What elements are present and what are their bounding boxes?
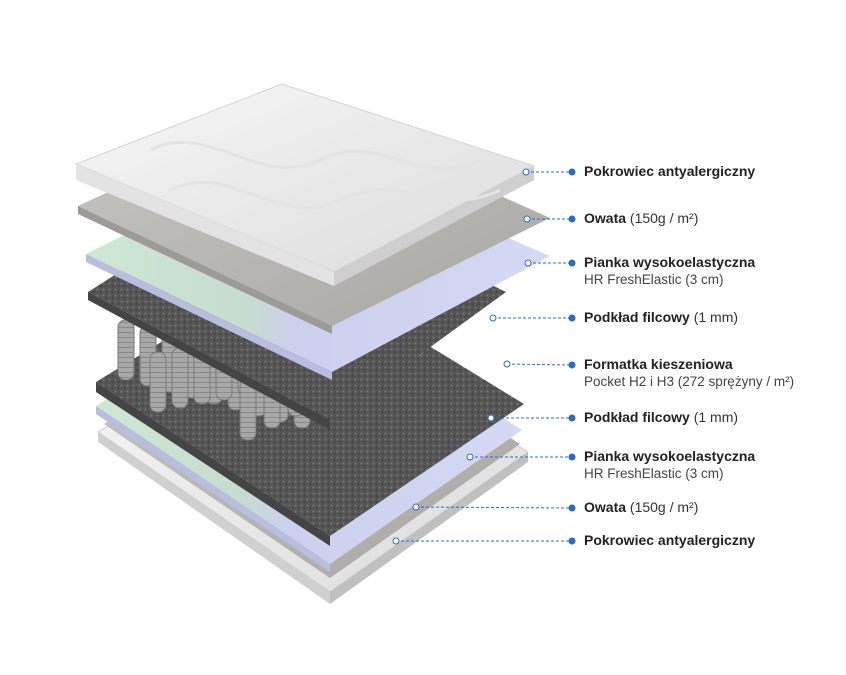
layer-name: Formatka kieszeniowa bbox=[584, 356, 733, 372]
layer-label: Podkład filcowy (1 mm) bbox=[584, 309, 738, 326]
label-dot bbox=[568, 453, 576, 461]
anchor-point bbox=[487, 414, 495, 422]
label-dot bbox=[568, 504, 576, 512]
layer-label: Pokrowiec antyalergiczny bbox=[584, 163, 755, 180]
layer-name: Pokrowiec antyalergiczny bbox=[584, 532, 756, 548]
anchor-point bbox=[524, 259, 532, 267]
layer-detail: (150g / m²) bbox=[629, 210, 699, 226]
label-dot bbox=[568, 361, 576, 369]
layer-name: Owata bbox=[584, 499, 627, 515]
layer-label: Pianka wysokoelastyczna HR FreshElastic (… bbox=[584, 254, 755, 288]
layer-name: Pokrowiec antyalergiczny bbox=[584, 163, 756, 179]
label-dot bbox=[568, 215, 576, 223]
label-dot bbox=[568, 168, 576, 176]
anchor-point bbox=[522, 168, 530, 176]
anchor-point bbox=[503, 360, 511, 368]
layer-detail: (1 mm) bbox=[693, 309, 739, 325]
pocket-spring bbox=[117, 319, 135, 381]
layer-subtitle: HR FreshElastic (3 cm) bbox=[584, 466, 724, 481]
label-dot bbox=[568, 314, 576, 322]
layer-label: Owata (150g / m²) bbox=[584, 499, 698, 516]
pocket-spring bbox=[171, 347, 189, 409]
label-dot bbox=[568, 259, 576, 267]
leader-lines bbox=[392, 168, 576, 545]
layer-label: Podkład filcowy (1 mm) bbox=[584, 409, 738, 426]
pocket-spring bbox=[149, 351, 167, 413]
layer-subtitle: HR FreshElastic (3 cm) bbox=[584, 272, 724, 287]
layer-detail: (150g / m²) bbox=[629, 499, 699, 515]
label-dot bbox=[568, 537, 576, 545]
layer-label: Pokrowiec antyalergiczny bbox=[584, 532, 755, 549]
leader-line bbox=[506, 363, 572, 366]
leader-line bbox=[415, 506, 572, 509]
layer-name: Pianka wysokoelastyczna bbox=[584, 254, 756, 270]
anchor-point bbox=[466, 453, 474, 461]
layer-detail: (1 mm) bbox=[693, 409, 739, 425]
anchor-point bbox=[523, 215, 531, 223]
layer-label: Owata (150g / m²) bbox=[584, 210, 698, 227]
anchor-point bbox=[392, 537, 400, 545]
layer-subtitle: Pocket H2 i H3 (272 sprężyny / m²) bbox=[584, 374, 795, 389]
top-cover-layer bbox=[74, 83, 536, 286]
label-dot bbox=[568, 414, 576, 422]
layer-name: Pianka wysokoelastyczna bbox=[584, 448, 756, 464]
layer-name: Podkład filcowy bbox=[584, 309, 690, 325]
layer-name: Owata bbox=[584, 210, 627, 226]
layer-name: Podkład filcowy bbox=[584, 409, 690, 425]
layer-label: Pianka wysokoelastyczna HR FreshElastic (… bbox=[584, 448, 755, 482]
anchor-point bbox=[489, 314, 497, 322]
pocket-spring bbox=[239, 379, 257, 441]
anchor-point bbox=[412, 503, 420, 511]
